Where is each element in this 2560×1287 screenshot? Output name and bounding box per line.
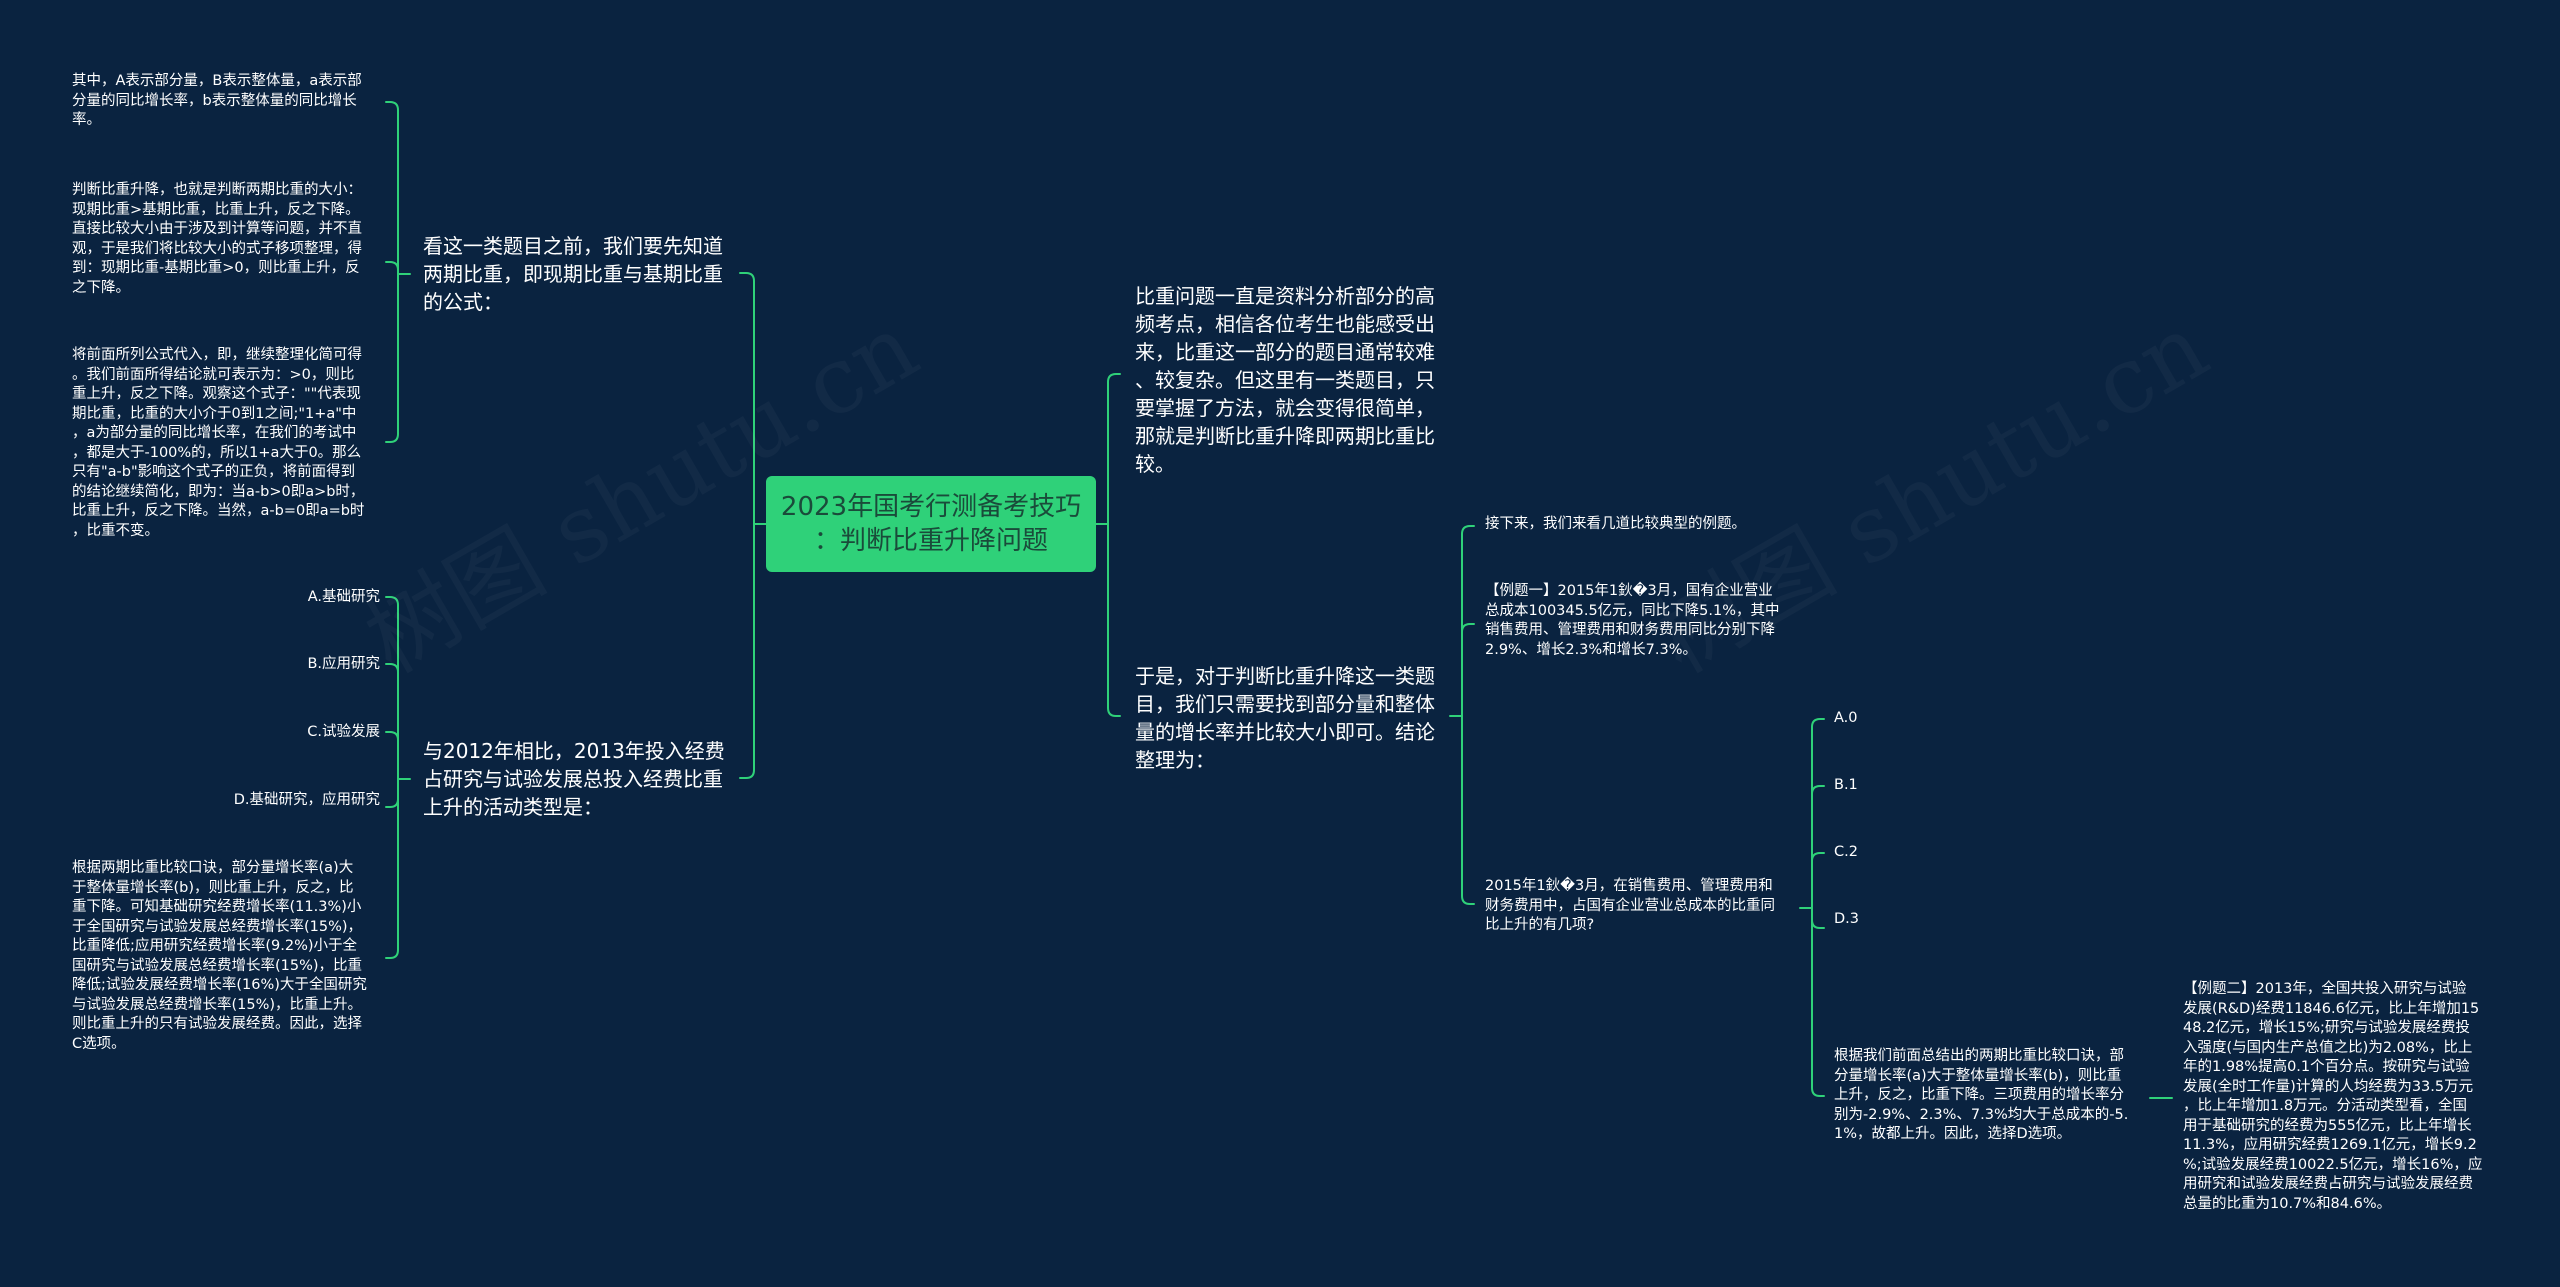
left-answer[interactable]: 根据两期比重比较口诀，部分量增长率(a)大 于整体量增长率(b)，则比重上升，反… (72, 860, 367, 1052)
link-question (1799, 718, 1825, 1097)
right-example-2[interactable]: 【例题二】2013年，全国共投入研究与试验 发展(R&D)经费11846.6亿元… (2183, 981, 2483, 1212)
left-branch-formula[interactable]: 看这一类题目之前，我们要先知道 两期比重，即现期比重与基期比重 的公式： (423, 234, 723, 314)
left-formula-note-1[interactable]: 其中，A表示部分量，B表示整体量，a表示部 分量的同比增长率，b表示整体量的同比… (72, 73, 362, 128)
link-right-b2 (1449, 525, 1475, 905)
right-option-c[interactable]: C.2 (1834, 844, 1858, 860)
left-formula-note-2[interactable]: 判断比重升降，也就是判断两期比重的大小： 现期比重>基期比重，比重上升，反之下降… (72, 182, 362, 296)
left-option-c[interactable]: C.试验发展 (307, 724, 380, 740)
right-question[interactable]: 2015年1鈥�3月，在销售费用、管理费用和 财务费用中，占国有企业营业总成本的… (1485, 878, 1775, 933)
right-answer[interactable]: 根据我们前面总结出的两期比重比较口诀，部 分量增长率(a)大于整体量增长率(b)… (1834, 1048, 2129, 1142)
right-example-1[interactable]: 【例题一】2015年1鈥�3月，国有企业营业 总成本100345.5亿元，同比下… (1485, 583, 1780, 658)
root-topic[interactable]: 2023年国考行测备考技巧 ：判断比重升降问题 (766, 476, 1096, 572)
left-formula-note-3[interactable]: 将前面所列公式代入，即，继续整理化简可得 。我们前面所得结论就可表示为：>0，则… (72, 347, 365, 539)
left-option-b[interactable]: B.应用研究 (307, 656, 380, 672)
root-title: 2023年国考行测备考技巧 ：判断比重升降问题 (780, 492, 1082, 556)
left-branch-question[interactable]: 与2012年相比，2013年投入经费 占研究与试验发展总投入经费比重 上升的活动… (423, 739, 725, 819)
link-left-b1 (385, 101, 411, 443)
right-examples-intro[interactable]: 接下来，我们来看几道比较典型的例题。 (1485, 516, 1746, 532)
left-option-d[interactable]: D.基础研究，应用研究 (233, 792, 380, 808)
link-root-left (739, 272, 767, 779)
right-option-a[interactable]: A.0 (1834, 710, 1858, 726)
right-option-d[interactable]: D.3 (1834, 911, 1859, 927)
right-option-b[interactable]: B.1 (1834, 777, 1858, 793)
link-left-b2 (385, 596, 411, 959)
right-branch-intro[interactable]: 比重问题一直是资料分析部分的高 频考点，相信各位考生也能感受出 来，比重这一部分… (1135, 284, 1435, 476)
link-root-right (1095, 373, 1121, 717)
left-option-a[interactable]: A.基础研究 (307, 589, 380, 605)
right-branch-conclusion[interactable]: 于是，对于判断比重升降这一类题 目，我们只需要找到部分量和整体 量的增长率并比较… (1135, 664, 1435, 772)
